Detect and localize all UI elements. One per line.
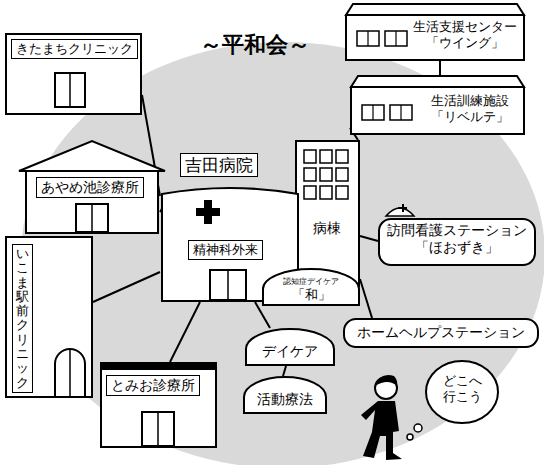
building-detail — [55, 349, 85, 396]
building-detail — [196, 200, 220, 224]
building-detail — [426, 361, 498, 423]
building-detail — [386, 208, 414, 216]
sign-label: 吉田病院 — [180, 153, 258, 177]
sign-label: とみお診療所 — [106, 375, 200, 396]
activity-dome: 活動療法 — [243, 376, 327, 414]
building-detail — [101, 363, 216, 447]
daycare-dome: デイケア — [245, 328, 335, 366]
connector — [170, 302, 200, 362]
diagram-title: ～平和会～ — [200, 30, 310, 60]
building-detail — [336, 150, 348, 163]
node-label: 訪問看護ステーション「ほおずき」 — [385, 222, 529, 256]
node-outline — [295, 140, 360, 287]
building-detail — [346, 15, 524, 60]
building-detail — [367, 31, 368, 46]
building-detail — [101, 363, 216, 370]
building-detail — [385, 31, 407, 46]
building-detail — [336, 186, 348, 199]
building-detail — [390, 105, 412, 120]
node-label: 病棟 — [313, 220, 341, 237]
node-label: ホームヘルプステーション — [343, 324, 539, 341]
building-detail — [6, 237, 92, 397]
connector — [360, 279, 372, 318]
building-detail — [6, 34, 141, 114]
node-label: 生活支援センター「ウイング」 — [411, 19, 519, 50]
sign-label: あやめ池診療所 — [36, 177, 144, 198]
building-detail — [351, 87, 524, 134]
connector — [93, 272, 160, 302]
node-label: 認知症デイケア — [262, 277, 360, 287]
building-detail — [157, 412, 159, 446]
building-detail — [379, 219, 535, 265]
clinic-building: とみお診療所 — [100, 362, 217, 448]
building-detail — [55, 73, 85, 107]
building-detail — [362, 105, 384, 120]
building-detail — [263, 269, 359, 305]
building-detail — [244, 377, 326, 413]
sign-label: 精神科外来 — [188, 240, 263, 260]
support-center-building: 生活支援センター「ウイング」 — [345, 3, 525, 61]
building-detail — [69, 349, 71, 396]
building-detail — [304, 186, 316, 199]
connector — [360, 236, 378, 241]
building-detail — [346, 4, 524, 15]
building-detail — [320, 186, 332, 199]
building-detail — [400, 105, 401, 120]
building-detail — [395, 31, 396, 46]
node-label: 「和」 — [262, 287, 360, 303]
home-help-box: ホームヘルプステーション — [343, 318, 539, 348]
building-detail — [76, 204, 108, 232]
clinic-house: あやめ池診療所 — [18, 140, 166, 234]
building-detail — [91, 204, 93, 232]
node-label: デイケア — [245, 343, 335, 360]
training-facility-building: 生活訓練施設「リベルテ」 — [350, 75, 525, 135]
node-label: 生活訓練施設「リベルテ」 — [426, 93, 513, 124]
connector — [283, 366, 286, 376]
building-detail — [210, 270, 246, 300]
connector — [439, 61, 441, 75]
building-detail — [26, 170, 158, 233]
person-hair — [375, 375, 397, 386]
building-detail — [320, 150, 332, 163]
building-detail — [344, 319, 538, 347]
person-body — [361, 401, 402, 460]
building-detail — [69, 73, 71, 107]
main-hospital: 吉田病院精神科外来認知症デイケア「和」 — [160, 150, 300, 302]
building-detail — [227, 270, 229, 300]
clinic-building: いこま駅前クリニック — [5, 236, 93, 398]
building-detail — [142, 412, 174, 446]
speech-bubble: どこへ 行こう — [425, 360, 499, 424]
building-detail — [320, 168, 332, 181]
building-detail — [304, 168, 316, 181]
building-detail — [372, 105, 373, 120]
sign-label: きたまちクリニック — [11, 39, 138, 59]
thought-dot — [414, 424, 422, 432]
node-label: どこへ 行こう — [438, 373, 486, 404]
building-detail — [398, 204, 407, 212]
building-detail — [19, 141, 165, 171]
building-detail — [336, 168, 348, 181]
building-detail — [351, 76, 524, 87]
ward-tower: 病棟 — [295, 140, 360, 287]
node-label: 活動療法 — [243, 391, 327, 408]
building-detail — [304, 150, 316, 163]
dementia-daycare-dome: 認知症デイケア「和」 — [262, 268, 360, 306]
building-detail — [246, 329, 334, 365]
clinic-building: きたまちクリニック — [5, 33, 142, 115]
building-detail — [296, 141, 359, 286]
building-detail — [357, 31, 379, 46]
nursing-station-box: 訪問看護ステーション「ほおずき」 — [378, 218, 536, 266]
sign-label: いこま駅前クリニック — [12, 244, 33, 393]
thought-dot — [407, 434, 413, 440]
